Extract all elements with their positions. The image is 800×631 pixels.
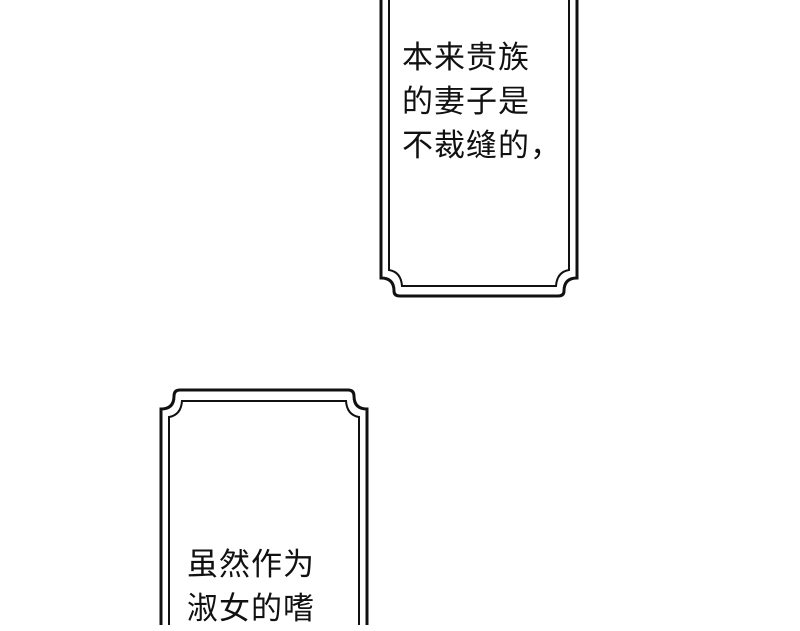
caption-box-top [379,0,579,298]
caption-text-top: 本来贵族 的妻子是 不裁缝的， [402,36,562,168]
caption-line: 不裁缝的， [402,128,562,164]
caption-line: 淑女的嗜 [187,591,315,627]
caption-line: 虽然作为 [187,547,315,583]
caption-text-bottom: 虽然作为 淑女的嗜 [187,543,315,631]
caption-box-bottom [159,388,369,625]
caption-line: 本来贵族 [402,40,530,76]
caption-line: 的妻子是 [402,84,530,120]
